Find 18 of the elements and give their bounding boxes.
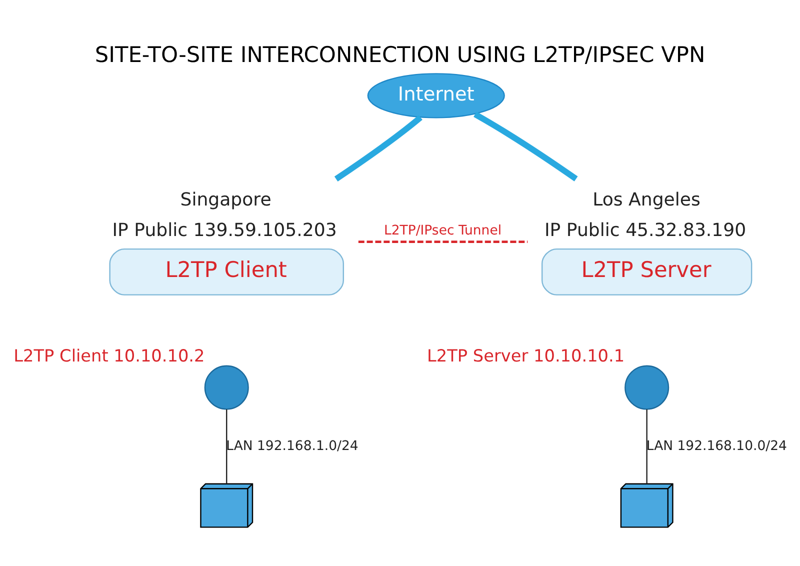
node-label: Singapore — [180, 189, 272, 210]
edge-label: LAN 192.168.1.0/24 — [226, 438, 358, 454]
node-label: IP Public 139.59.105.203 — [112, 219, 337, 240]
node-circle — [624, 364, 670, 410]
node-label: L2TP Client 10.10.10.2 — [14, 344, 205, 365]
connector — [226, 408, 228, 484]
node-label: L2TP Server 10.10.10.1 — [427, 344, 625, 365]
connector — [646, 408, 648, 484]
node-ellipse: Internet — [367, 72, 505, 118]
connector — [474, 111, 578, 181]
edge-label: LAN 192.168.10.0/24 — [646, 438, 787, 454]
node-label: Los Angeles — [592, 189, 700, 210]
edge-label: L2TP/IPsec Tunnel — [384, 222, 502, 238]
node-label: IP Public 45.32.83.190 — [544, 219, 746, 240]
node-circle — [204, 364, 249, 410]
diagram-title: SITE-TO-SITE INTERCONNECTION USING L2TP/IPSEC VPN — [94, 42, 706, 68]
connector — [358, 240, 528, 243]
connector — [334, 114, 422, 181]
